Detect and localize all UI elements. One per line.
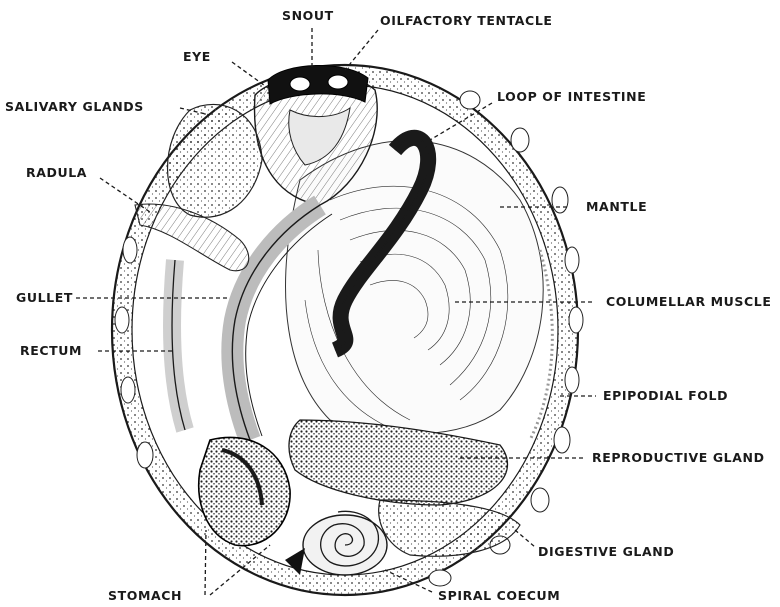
label-eye: EYE	[183, 49, 211, 64]
label-snout: SNOUT	[282, 8, 334, 23]
label-spiral-coecum: SPIRAL COECUM	[438, 588, 560, 603]
label-salivary-glands: SALIVARY GLANDS	[5, 99, 144, 114]
label-columellar-muscle: COLUMELLAR MUSCLE	[606, 294, 772, 309]
label-stomach: STOMACH	[108, 588, 182, 603]
label-mantle: MANTLE	[586, 199, 647, 214]
label-epipodial-fold: EPIPODIAL FOLD	[603, 388, 728, 403]
leader-radula	[100, 178, 150, 212]
label-rectum: RECTUM	[20, 343, 82, 358]
label-olfactory-tentacle: OILFACTORY TENTACLE	[380, 13, 553, 28]
label-radula: RADULA	[26, 165, 87, 180]
label-loop-of-intestine: LOOP OF INTESTINE	[497, 89, 646, 104]
leader-eye	[232, 62, 268, 88]
label-digestive-gland: DIGESTIVE GLAND	[538, 544, 674, 559]
label-gullet: GULLET	[16, 290, 73, 305]
label-reproductive-gland: REPRODUCTIVE GLAND	[592, 450, 765, 465]
leader-digestive-gland	[515, 530, 535, 547]
leader-olfactory-tentacle	[345, 30, 378, 70]
animal-body	[112, 65, 583, 595]
